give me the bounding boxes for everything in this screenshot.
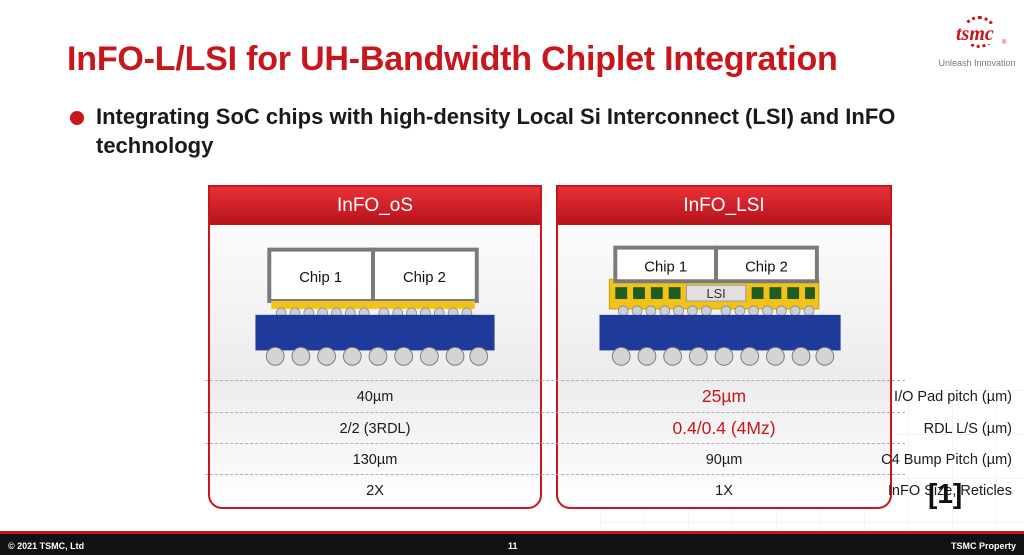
chip-1-label: Chip 1: [644, 259, 687, 275]
info-lsi-io-pad-pitch: 25µm: [701, 386, 747, 406]
logo-wordmark: tsmc: [954, 23, 996, 45]
underfill-layer: [271, 301, 475, 309]
footer-accent-line: [0, 531, 1024, 534]
chip-1-die: [613, 245, 719, 284]
info-os-c4-bump-pitch: 130µm: [352, 452, 398, 468]
reference-marker: [1]: [928, 478, 963, 509]
info-lsi-package-diagram: Chip 1 Chip 2 LSI: [599, 245, 841, 366]
info-lsi-c4-bump-pitch: 90µm: [705, 452, 743, 468]
chip-1-label: Chip 1: [299, 270, 342, 286]
info-lsi-rdl-ls: 0.4/0.4 (4Mz): [672, 418, 776, 438]
lsi-bridge: [685, 284, 747, 302]
row-divider: [205, 380, 905, 381]
row-divider: [205, 443, 905, 444]
logo-tagline: Unleash Innovation: [938, 58, 1016, 68]
c4-bumps: [611, 346, 835, 366]
info-os-rdl-ls: 2/2 (3RDL): [339, 421, 411, 437]
bullet-text: Integrating SoC chips with high-density …: [96, 104, 896, 158]
slide-footer: © 2021 TSMC, Ltd 11 TSMC Property: [0, 531, 1024, 555]
panel-header-info-lsi: InFO_LSI: [558, 187, 890, 225]
bullet-dot-icon: [70, 111, 84, 125]
row-label-info-size: InFO Size, Reticles: [887, 483, 1012, 499]
info-os-size: 2X: [366, 483, 384, 499]
c4-bumps: [265, 346, 489, 366]
rdl-substrate: [255, 314, 495, 351]
chip-2-label: Chip 2: [403, 270, 446, 286]
footer-page-number: 11: [508, 541, 518, 551]
through-vias: [615, 287, 815, 300]
row-label-rdl-ls: RDL L/S (µm): [923, 421, 1012, 437]
chip-2-die: [714, 245, 819, 284]
tsmc-logo: tsmc ® Unleash Innovation: [936, 16, 1016, 74]
row-divider: [205, 474, 905, 475]
info-lsi-size: 1X: [715, 483, 733, 499]
row-label-io-pad-pitch: I/O Pad pitch (µm): [894, 389, 1012, 405]
slide-title: InFO-L/LSI for UH-Bandwidth Chiplet Inte…: [67, 40, 838, 78]
footer-copyright: © 2021 TSMC, Ltd: [8, 541, 85, 551]
rdl-substrate: [599, 314, 841, 351]
row-label-c4-bump-pitch: C4 Bump Pitch (µm): [881, 452, 1012, 468]
row-divider: [205, 412, 905, 413]
info-os-io-pad-pitch: 40µm: [356, 389, 394, 405]
chip-2-label: Chip 2: [745, 259, 788, 275]
logo-registered-mark: ®: [1002, 40, 1007, 46]
panel-info-lsi: InFO_LSI Chip 1 Chip 2 LSI: [556, 185, 892, 509]
footer-property: TSMC Property: [950, 541, 1016, 551]
info-os-package-diagram: Chip 1 Chip 2: [255, 247, 495, 366]
lsi-label: LSI: [706, 286, 725, 301]
panel-info-os: InFO_oS Chip 1 Chip 2: [208, 185, 542, 509]
panel-header-info-os: InFO_oS: [210, 187, 540, 225]
